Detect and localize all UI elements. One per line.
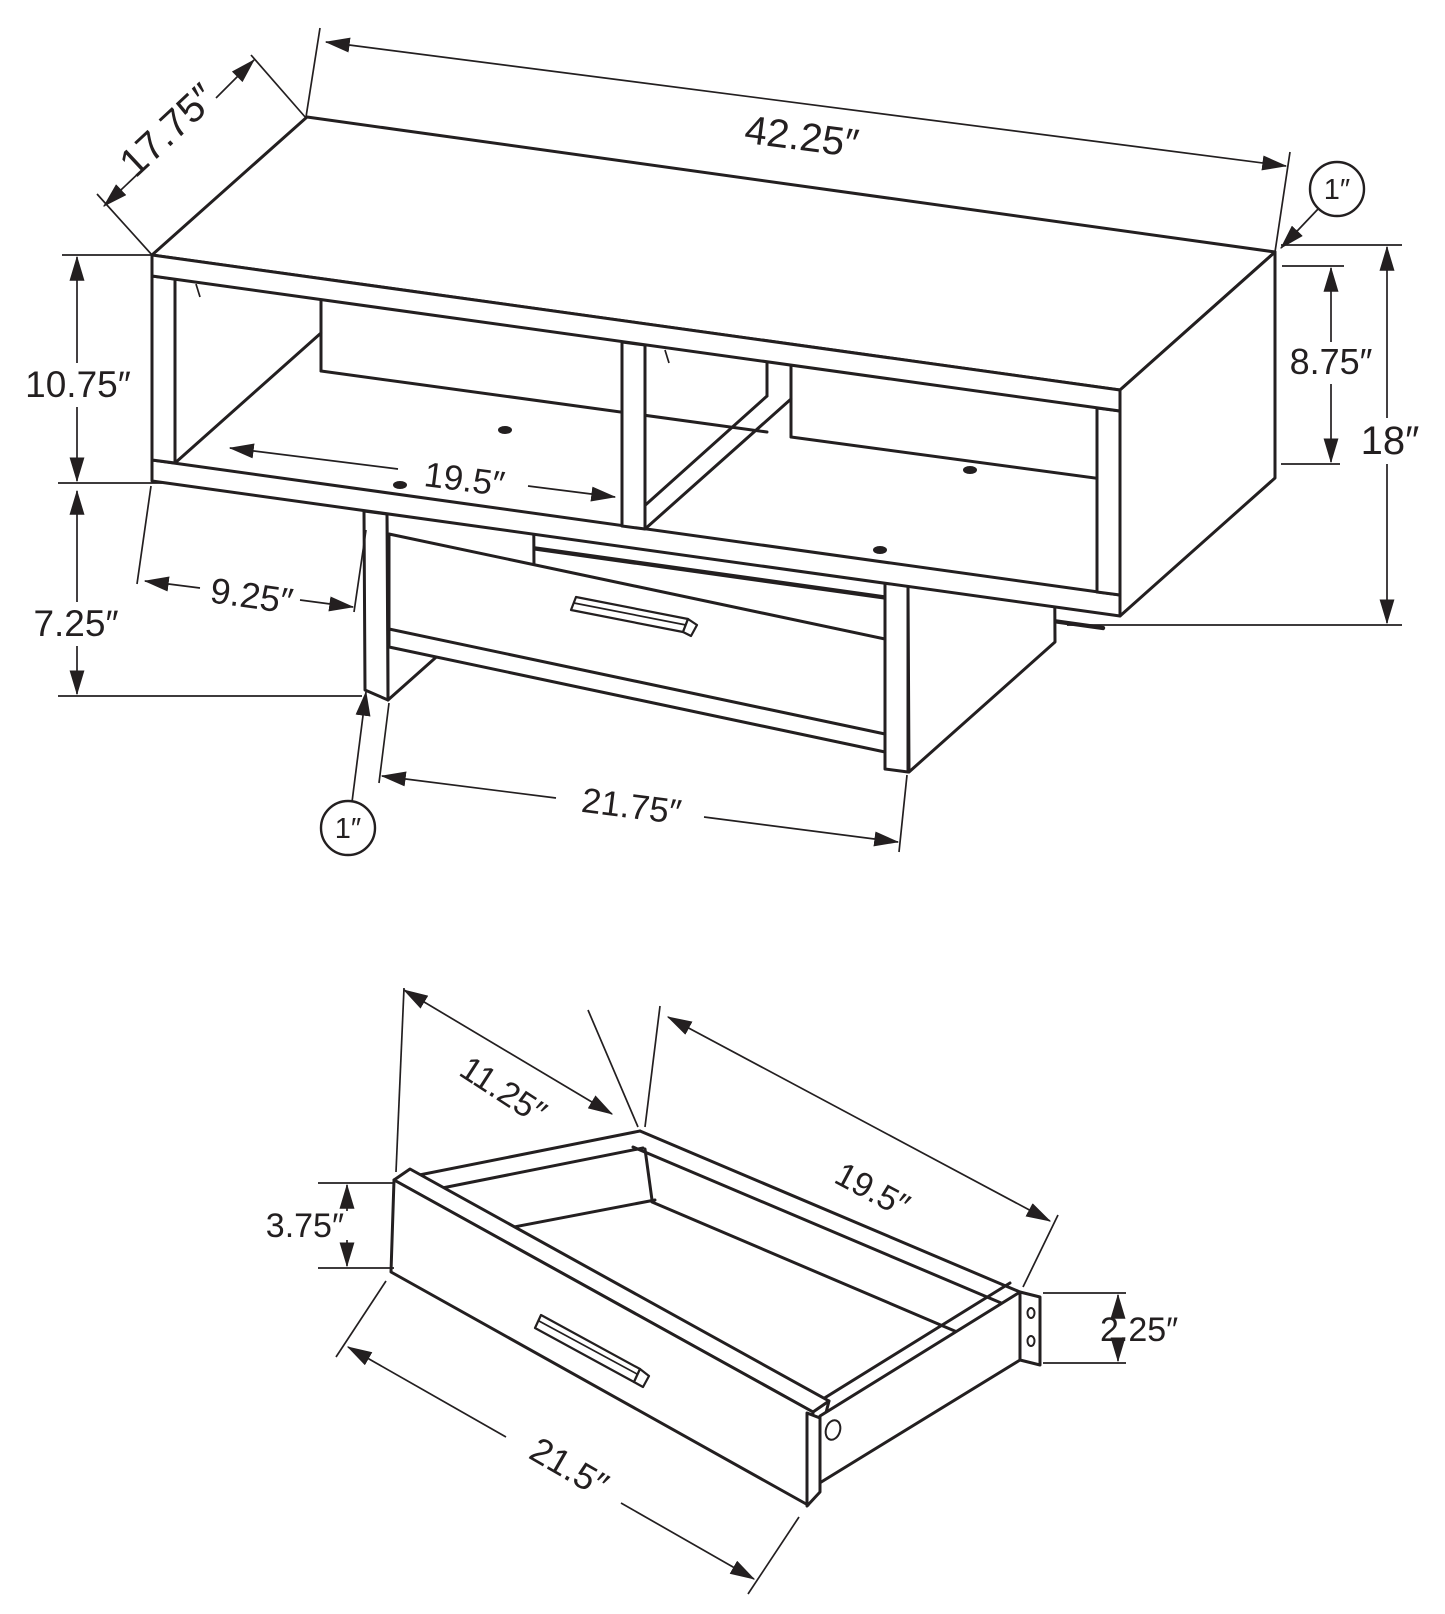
dim-cabinet-height: 10.75″	[25, 254, 162, 484]
drawer-front-end-face	[805, 1411, 822, 1508]
callout-panel-thickness: 1″	[319, 690, 377, 857]
console-right-side-face	[1118, 250, 1277, 618]
drawer-detail-view: 11.25″ 19.5″ 3.75″	[266, 987, 1178, 1595]
cam-hole	[824, 1419, 842, 1441]
dim-label-inner-depth: 11.25″	[453, 1049, 553, 1132]
dim-front-height: 3.75″	[266, 1182, 394, 1269]
callout-label-panel-thickness: 1″	[335, 813, 361, 845]
drawer-right-side	[808, 1281, 1042, 1486]
dim-label-front-height: 3.75″	[266, 1207, 344, 1245]
dim-label-cabinet-height: 10.75″	[25, 364, 131, 405]
drawer-front	[389, 1167, 831, 1508]
drawer-dimensions: 11.25″ 19.5″ 3.75″	[266, 987, 1178, 1595]
console-tabletop	[150, 115, 1277, 618]
middle-divider-front-edge	[620, 340, 647, 531]
dim-lower-height: 7.25″	[33, 489, 362, 697]
dim-opening-height: 8.75″	[1281, 265, 1373, 465]
console-view: 42.25″ 17.75″ 10.75″	[25, 27, 1420, 857]
dim-inner-length: 19.5″	[644, 1005, 1059, 1288]
dim-label-drawer-span: 21.75″	[579, 781, 683, 832]
callout-top-thickness: 1″	[1280, 160, 1366, 249]
callout-label-top-thickness: 1″	[1324, 174, 1350, 206]
right-support-panel-front-edge	[883, 581, 910, 774]
dim-label-overall-width: 42.25″	[742, 108, 861, 166]
cubby-opening-left	[175, 279, 622, 526]
dim-inner-depth: 11.25″	[395, 987, 639, 1173]
drawer-side-outer-face	[816, 1290, 1022, 1486]
dim-label-outer-length: 21.5″	[523, 1429, 615, 1506]
drawer-front-panel	[387, 532, 887, 754]
drawer-front-bottom-groove	[387, 627, 887, 736]
right-stile	[1095, 406, 1122, 597]
dim-label-total-height: 18″	[1361, 419, 1420, 463]
dim-label-opening-height: 8.75″	[1290, 341, 1373, 382]
cam-mark	[195, 283, 201, 298]
left-stile	[150, 274, 177, 465]
drawer-side-end-face	[1018, 1290, 1042, 1367]
callout-circle	[319, 799, 377, 857]
drawer-front-outer-face	[389, 1178, 815, 1507]
dim-label-side-height: 2.25″	[1100, 1311, 1178, 1349]
callout-circle	[1308, 160, 1366, 218]
dim-label-overall-depth: 17.75″	[111, 75, 225, 185]
dim-total-height: 18″	[1067, 244, 1420, 626]
cubby-opening-right	[645, 345, 1097, 592]
cam-mark	[664, 349, 670, 364]
drawer-handle	[569, 595, 699, 638]
drawer-handle	[533, 1313, 651, 1389]
dim-label-lower-height: 7.25″	[33, 603, 118, 644]
left-support-panel-front-edge	[362, 509, 390, 702]
dim-side-height: 2.25″	[1043, 1292, 1178, 1364]
dim-label-drawer-inset: 9.25″	[208, 570, 296, 622]
